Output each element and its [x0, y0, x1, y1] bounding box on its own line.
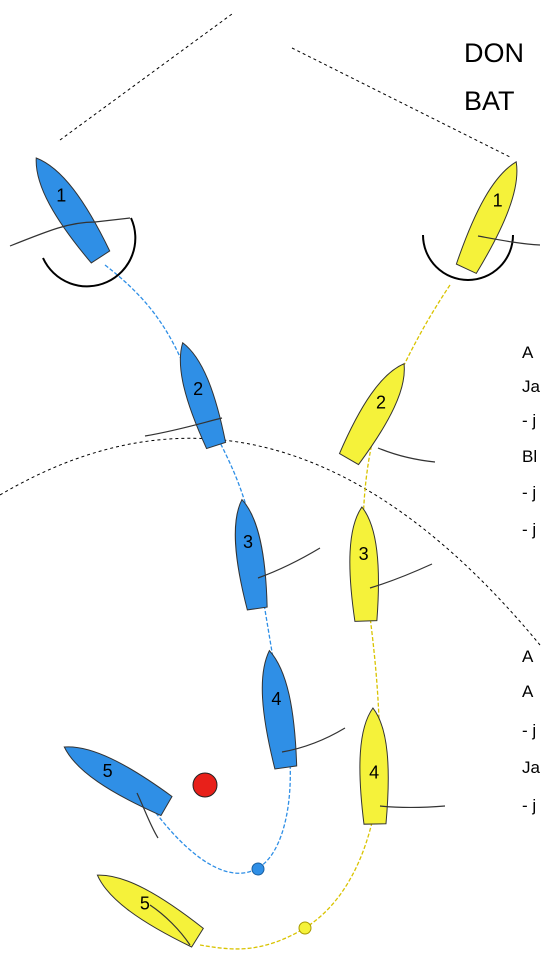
yellow-boat-1: 1 — [455, 161, 518, 275]
blue-sail-1 — [9, 217, 131, 247]
blue-heading-arc — [42, 217, 137, 288]
side-text-1-line-6: - j — [522, 520, 536, 539]
sails — [9, 217, 541, 946]
blue-sail-5 — [136, 792, 159, 839]
yellow-sail-3 — [369, 563, 433, 589]
yellow-track-marker — [298, 921, 312, 935]
blue-boat-5-number: 5 — [103, 761, 113, 781]
side-text-1-line-3: - j — [522, 411, 536, 430]
side-text-block-1: A Ja - j Bl - j - j — [522, 343, 541, 539]
title-line-2: BAT — [464, 86, 515, 116]
blue-boat-3-number: 3 — [243, 532, 253, 552]
side-text-1-line-2: Ja — [522, 377, 541, 396]
yellow-boat-1-number: 1 — [493, 190, 503, 210]
blue-boat-4-number: 4 — [271, 689, 281, 709]
layline-left — [59, 13, 233, 141]
side-text-2-line-3: - j — [522, 721, 536, 740]
red-mark — [192, 772, 218, 798]
yellow-boat-2: 2 — [338, 363, 405, 466]
side-text-block-2: A A - j Ja - j — [522, 647, 541, 815]
yellow-boat-4-number: 4 — [369, 763, 379, 783]
blue-track — [104, 264, 291, 874]
side-text-2-line-1: A — [522, 647, 534, 666]
layline-right — [291, 47, 513, 159]
blue-boat-5: 5 — [63, 746, 173, 817]
zone-circle-arc — [0, 437, 541, 646]
yellow-sail-5 — [149, 904, 191, 946]
blue-boat-3: 3 — [234, 498, 268, 611]
yellow-boat-3-number: 3 — [359, 544, 369, 564]
title-line-1: DON — [464, 38, 524, 68]
blue-sail-4 — [281, 727, 346, 753]
blue-sail-2 — [144, 417, 223, 437]
side-text-2-line-4: Ja — [522, 758, 541, 777]
side-text-1-line-5: - j — [522, 483, 536, 502]
side-text-2-line-5: - j — [522, 796, 536, 815]
yellow-sail-1 — [477, 235, 541, 246]
yellow-sail-4 — [379, 805, 446, 809]
heading-arcs — [42, 217, 514, 288]
yellow-boat-3: 3 — [349, 506, 379, 622]
guide-lines — [0, 13, 541, 646]
yellow-boat-2-number: 2 — [376, 392, 386, 412]
blue-boats: 1 2 3 4 5 — [35, 157, 298, 817]
blue-sail-3 — [257, 547, 321, 579]
side-text-1-line-4: Bl — [522, 447, 537, 466]
side-text-2-line-2: A — [522, 682, 534, 701]
yellow-boat-4: 4 — [359, 707, 389, 825]
blue-boat-4: 4 — [261, 649, 298, 770]
side-text-1-line-1: A — [522, 343, 534, 362]
blue-boat-2: 2 — [179, 341, 227, 450]
yellow-boat-5-number: 5 — [140, 894, 150, 914]
blue-track-marker — [251, 862, 265, 876]
blue-boat-1-number: 1 — [56, 185, 66, 205]
yellow-heading-arc — [422, 234, 514, 281]
blue-boat-2-number: 2 — [193, 379, 203, 399]
yellow-sail-2 — [377, 447, 436, 463]
yellow-track — [199, 284, 451, 950]
yellow-boats: 1 2 3 4 5 — [96, 161, 518, 948]
yellow-boat-5: 5 — [96, 874, 204, 948]
blue-boat-1: 1 — [35, 157, 111, 264]
